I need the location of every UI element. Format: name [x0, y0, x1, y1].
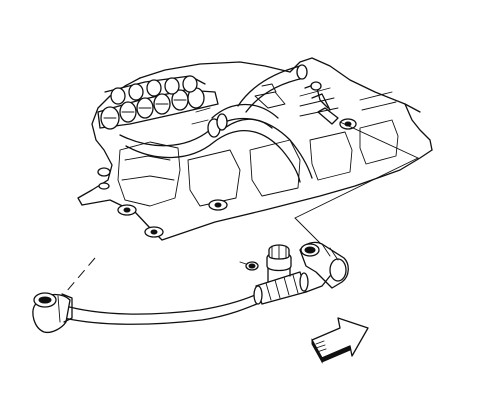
injector-rail	[97, 75, 219, 130]
upper-fitting	[254, 81, 339, 125]
lower-hose-assembly	[32, 241, 349, 334]
injector-coil	[100, 75, 205, 130]
tee-fitting	[239, 244, 292, 283]
right-elbow	[299, 241, 349, 293]
left-elbow-boot	[32, 292, 73, 334]
engine-block	[77, 57, 433, 241]
leader-lines	[65, 121, 419, 293]
upper-hose	[119, 64, 313, 183]
ribbed-connector	[253, 271, 309, 305]
direction-arrow-icon	[311, 317, 369, 364]
